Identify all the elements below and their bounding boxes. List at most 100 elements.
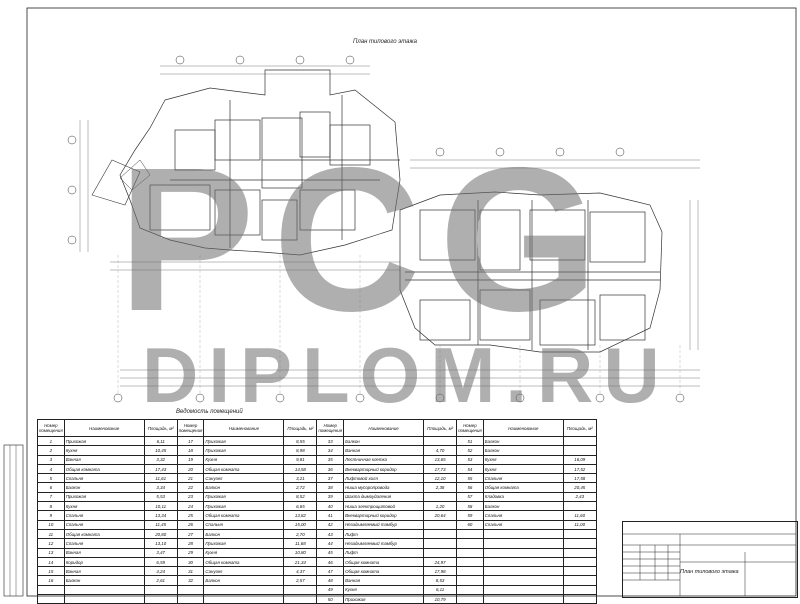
room-name (482, 538, 564, 549)
room-area: 6,11 (423, 584, 458, 596)
room-name: Лифт (343, 528, 425, 540)
room-area: 17,98 (423, 566, 458, 577)
room-area: 3,34 (143, 482, 178, 493)
room-name: Прихожая (63, 491, 145, 503)
room-area (423, 435, 458, 447)
room-name: Общая комната (203, 510, 285, 521)
room-name: Спальня (63, 538, 145, 549)
room-number: 5 (37, 473, 65, 484)
room-number: 13 (37, 547, 65, 558)
room-number: 18 (176, 445, 205, 456)
room-name: Прихожая (203, 501, 285, 512)
room-name: Кухня (343, 584, 425, 596)
room-area: 20,45 (562, 482, 597, 493)
room-name: Спальня (203, 519, 285, 530)
room-name: Прихожая (203, 491, 285, 503)
room-name: Прихожая (203, 445, 285, 456)
room-number: 37 (316, 473, 345, 484)
room-area: 3,32 (143, 454, 178, 465)
room-area (562, 445, 597, 456)
room-area: 20,64 (423, 510, 458, 521)
room-number (456, 538, 484, 549)
room-area (283, 594, 318, 604)
room-area (562, 594, 597, 604)
room-name: Кухня (482, 454, 564, 465)
room-name: Лестничная клетка (343, 454, 425, 465)
room-name: Ванная (343, 575, 425, 586)
room-number (456, 575, 484, 586)
room-area: 10,11 (143, 501, 178, 512)
room-area: 6,59 (143, 556, 178, 568)
header-area: Площадь, м² (423, 419, 458, 437)
room-name (482, 566, 564, 577)
room-number: 58 (456, 501, 484, 512)
room-area: 8,55 (283, 435, 318, 447)
room-name: Санузел (203, 566, 285, 577)
room-area: 13,82 (283, 510, 318, 521)
header-number: Номер помещения (176, 419, 205, 437)
room-area: 2,72 (283, 482, 318, 493)
watermark-main: PCG (118, 125, 617, 354)
room-area: 15,00 (283, 519, 318, 530)
room-area: 11,00 (562, 519, 597, 530)
room-name: Кухня (203, 547, 285, 558)
room-number: 36 (316, 463, 345, 475)
room-area (562, 566, 597, 577)
room-area: 2,57 (283, 575, 318, 586)
room-area: 17,58 (562, 473, 597, 484)
room-area (562, 435, 597, 447)
room-area: 4,37 (283, 566, 318, 577)
header-number: Номер помещения (37, 419, 65, 437)
room-area: 4,70 (423, 445, 458, 456)
room-number (37, 584, 65, 596)
room-name: Прихожая (203, 435, 285, 447)
room-area: 11,61 (143, 473, 178, 484)
room-number: 53 (456, 454, 484, 465)
room-name: Ниша мусоропровода (343, 482, 425, 493)
room-number: 1 (37, 435, 65, 447)
room-name: Лифт (343, 547, 425, 558)
table-header-row: Номер помещения Наименование Площадь, м²… (37, 419, 597, 437)
room-name: Прихожая (343, 594, 425, 604)
room-area: 20,80 (143, 528, 178, 540)
room-name (482, 528, 564, 540)
room-number: 7 (37, 491, 65, 503)
room-number (456, 547, 484, 558)
room-name: Спальня (63, 519, 145, 530)
room-name: Балкон (482, 435, 564, 447)
room-area: 10,79 (423, 594, 458, 604)
room-area: 10,45 (143, 445, 178, 456)
room-number: 34 (316, 445, 345, 456)
room-area: 8,98 (283, 445, 318, 456)
room-name: Балкон (482, 445, 564, 456)
room-area (562, 547, 597, 558)
room-name: Шахта дымоудаления (343, 491, 425, 503)
room-number: 41 (316, 510, 345, 521)
room-number: 4 (37, 463, 65, 475)
room-area (423, 491, 458, 503)
room-name: Незадымляемый тамбур (343, 538, 425, 549)
room-name: Общая комната (63, 463, 145, 475)
room-name (482, 575, 564, 586)
header-area: Площадь, м² (562, 419, 597, 437)
room-name: Ниша электрощитовой (343, 501, 425, 512)
room-name: Лифтовой холл (343, 473, 425, 484)
room-area: 11,68 (283, 538, 318, 549)
room-area (423, 519, 458, 530)
room-area: 5,53 (143, 491, 178, 503)
room-name: Кухня (203, 454, 285, 465)
room-number (456, 566, 484, 577)
room-number: 45 (316, 547, 345, 558)
room-number: 55 (456, 473, 484, 484)
room-number: 26 (176, 519, 205, 530)
room-name: Прихожая (63, 435, 145, 447)
room-number: 33 (316, 435, 345, 447)
room-area: 12,10 (423, 473, 458, 484)
room-name: Ванная (63, 566, 145, 577)
